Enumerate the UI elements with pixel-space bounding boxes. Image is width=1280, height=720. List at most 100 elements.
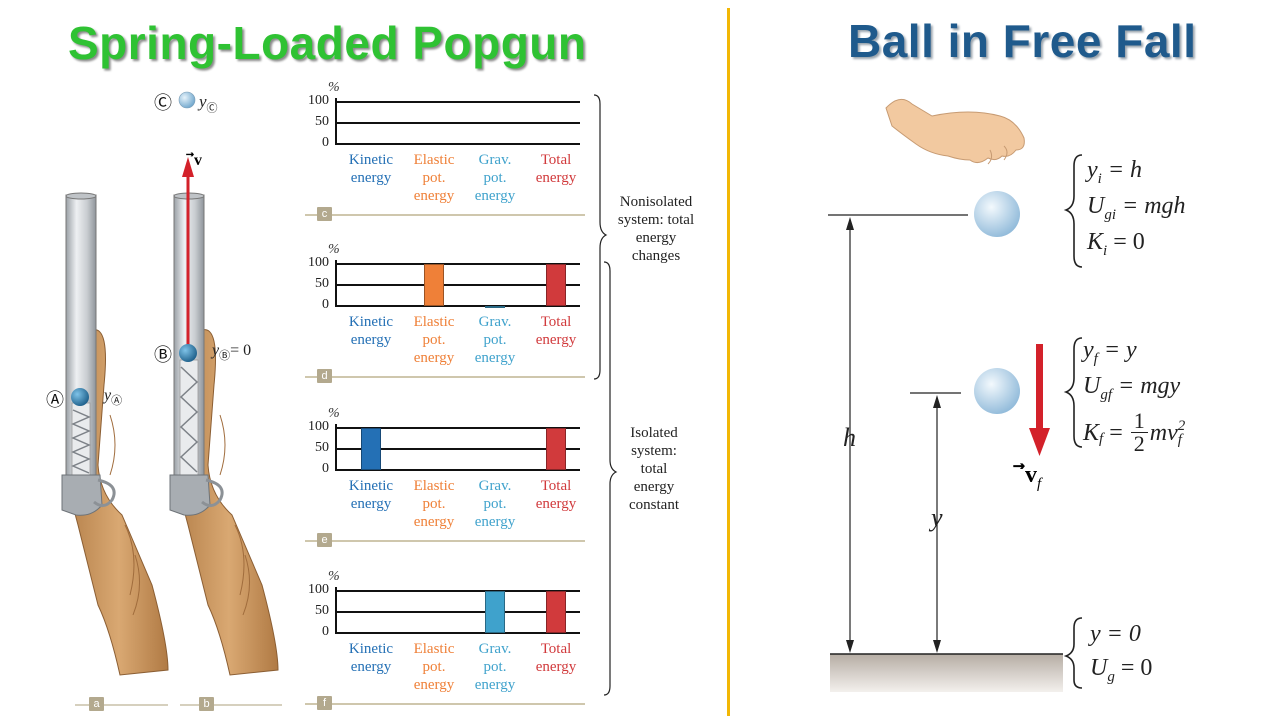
eq-y0: y = 0 [1090,621,1141,647]
gridline [335,263,580,265]
eq-yi: yi = h [1087,157,1143,187]
y-tick-label: 50 [315,276,329,291]
energy-bar [546,264,566,306]
category-label: Grav.pot.energy [474,478,516,530]
hand-icon [885,98,1025,164]
point-c-label: Ⓒ [154,93,172,113]
y-tick-label: 50 [315,603,329,618]
gridline [335,284,580,286]
panel-tag-b: b [199,697,214,711]
y-tick-label: 0 [322,461,329,476]
ball-a [71,388,89,406]
ball-c [178,91,196,109]
ball-b [179,344,197,362]
y-tick-label: 100 [308,255,329,270]
panel-tag: e [317,533,332,547]
eq-ugi: Ugi = mgh [1087,193,1186,223]
energy-bar [485,591,505,633]
y-c-label: yⒸ [199,92,218,115]
category-label: Grav.pot.energy [474,152,516,204]
left-title: Spring-Loaded Popgun [68,17,587,69]
panel-tag-a: a [89,697,104,711]
gridline [335,305,580,307]
nonisolated-note: Nonisolated system: total energy changes [617,194,695,264]
gridline [335,143,580,145]
popgun-illustration [61,91,282,706]
energy-bar [424,264,444,306]
energy-bar [546,428,566,470]
category-label: Grav.pot.energy [474,641,516,693]
y-unit-label: % [328,80,340,95]
h-label: h [843,423,856,452]
ball-falling [974,368,1020,414]
panel-tag: d [317,369,332,383]
y-tick-label: 50 [315,440,329,455]
panel-separator [305,540,585,542]
y-axis [335,260,337,307]
category-label: Grav.pot.energy [474,314,516,366]
energy-bar [485,306,505,309]
panel-separator [305,703,585,705]
isolated-note: Isolated system: total energy constant [629,425,679,513]
y-tick-label: 0 [322,624,329,639]
energy-bar [361,428,381,470]
gridline [335,427,580,429]
gridline [335,632,580,634]
y-a-label: yⒶ [104,387,123,408]
gridline [335,590,580,592]
eq-yf: yf = y [1083,337,1137,367]
y-axis [335,587,337,634]
y-b-label: yⒷ= 0 [212,342,252,363]
popgun-a [61,192,169,676]
panel-tag: f [317,696,332,710]
gridline [335,448,580,450]
y-unit-label: % [328,406,340,421]
panel-tag: c [317,207,332,221]
gridline [335,101,580,103]
right-title: Ball in Free Fall [848,15,1197,67]
gridline [335,469,580,471]
system-braces [593,94,618,696]
gridline [335,611,580,613]
eq-ug0: Ug = 0 [1090,655,1153,685]
panel-separator [305,214,585,216]
vf-label: ⃗vf [1025,462,1042,492]
panel-separator [305,376,585,378]
y-axis [335,424,337,471]
free-fall-diagram [828,98,1063,692]
gridline [335,122,580,124]
point-b-label: Ⓑ [154,345,172,365]
y-tick-label: 100 [308,419,329,434]
center-divider [727,8,730,716]
y-axis [335,98,337,145]
eq-ki: Ki = 0 [1087,229,1145,259]
y-tick-label: 0 [322,135,329,150]
point-a-label: Ⓐ [46,390,64,410]
y-tick-label: 100 [308,582,329,597]
eq-ugf: Ugf = mgy [1083,373,1181,403]
y-tick-label: 100 [308,93,329,108]
energy-bar [546,591,566,633]
y-label: y [931,503,943,532]
y-unit-label: % [328,242,340,257]
velocity-label: ⃗v [194,152,202,169]
y-unit-label: % [328,569,340,584]
popgun-b [169,192,279,676]
y-tick-label: 50 [315,114,329,129]
ball-initial [974,191,1020,237]
equation-braces [1063,154,1083,689]
y-tick-label: 0 [322,297,329,312]
